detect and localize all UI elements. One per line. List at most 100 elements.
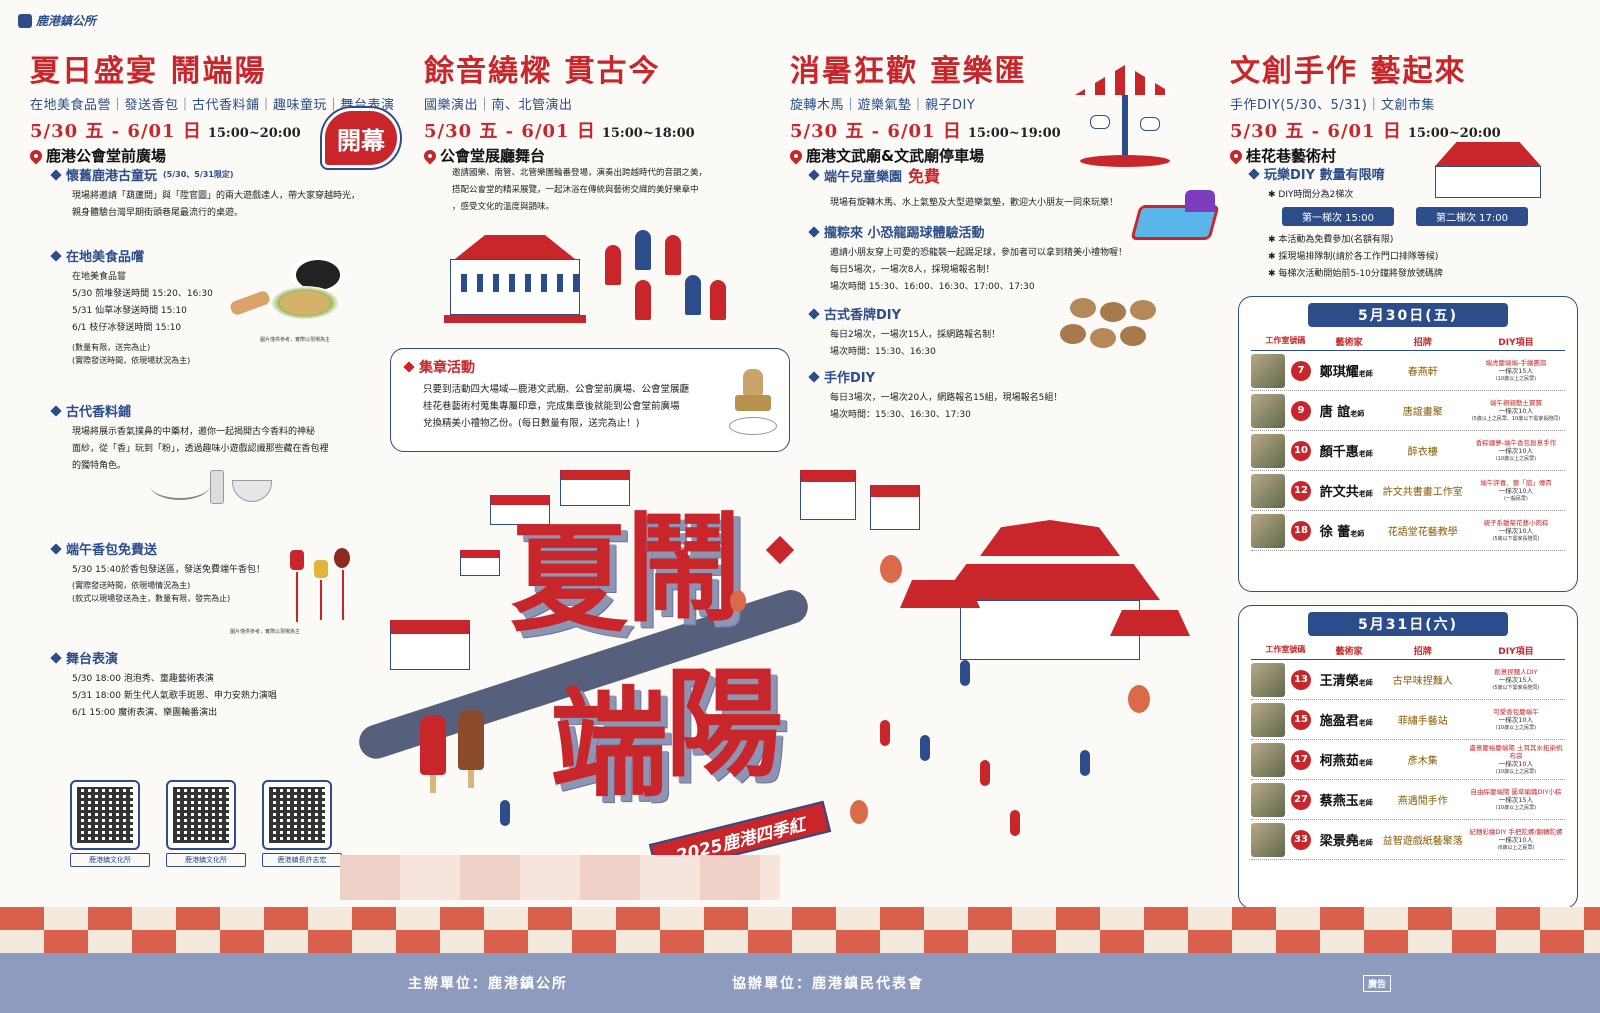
stamp-heading: 集章活動 xyxy=(403,357,775,377)
artist-photo xyxy=(1251,782,1285,817)
temple-side-roof xyxy=(900,580,980,608)
popsicle-brown xyxy=(458,710,484,770)
col3-sec3: 古式香牌DIY 每日2場次，一場次15人，採網路報名制！ 場次時間：15:30、… xyxy=(808,304,1050,361)
cake-6 xyxy=(1120,326,1146,346)
col1-sec3-line1: 現場將展示香氣撲鼻的中藥材，邀你一起揭開古今香料的神秘 xyxy=(72,427,316,437)
artist-suffix: 老師 xyxy=(1358,490,1373,498)
artist-cell: 唐 誼老師 xyxy=(1320,401,1379,420)
artist-name: 王清榮 xyxy=(1319,674,1359,689)
diy-item: 可愛香包慶端午 xyxy=(1493,707,1539,716)
cake-1 xyxy=(1070,298,1096,318)
col1-venue: 鹿港公會堂前廣場 xyxy=(27,145,400,166)
diy-age: (6歲以上之民眾) xyxy=(1497,844,1535,851)
diy-age: (10歲以上之民眾) xyxy=(1495,375,1537,382)
artist-cell: 蔡燕玉老師 xyxy=(1320,790,1379,809)
th-artist: 藝術家 xyxy=(1335,647,1363,657)
diamond-icon xyxy=(50,404,62,417)
diamond-icon xyxy=(808,307,820,320)
brand-name: 燕遇閒手作 xyxy=(1397,796,1448,807)
diamond-icon xyxy=(50,168,62,181)
bouncy-castle-illustration xyxy=(1130,190,1225,245)
room-number: 18 xyxy=(1291,520,1311,541)
schedule-table-day1: 5月30日(五) 工作室號碼 藝術家 招牌 DIY項目 7 鄭琪耀老師 春燕軒 … xyxy=(1238,296,1578,592)
artist-suffix: 老師 xyxy=(1358,839,1373,847)
hall-body xyxy=(450,259,580,315)
person-1 xyxy=(500,800,510,826)
col1-sec3-heading: 古代香料鋪 xyxy=(50,401,372,420)
diamond-icon xyxy=(808,169,820,181)
carousel-base xyxy=(1080,155,1170,167)
qr-code-2[interactable] xyxy=(166,780,236,850)
th-brand: 招牌 xyxy=(1413,338,1432,348)
col1-time: 15:00~20:00 xyxy=(207,126,301,141)
diy-capacity: 一梯次15人 xyxy=(1498,675,1534,684)
artist-suffix: 老師 xyxy=(1358,799,1373,807)
qr-code-1[interactable] xyxy=(70,780,140,850)
artist-photo xyxy=(1251,822,1285,857)
artist-cell: 鄭琪耀老師 xyxy=(1320,361,1379,380)
col1-sec1-heading-note: (5/30、5/31限定) xyxy=(163,170,234,179)
tree-3 xyxy=(1128,685,1150,713)
sachet-illustration xyxy=(290,540,360,630)
stamp-line1: 只要到活動四大場域—鹿港文武廟、公會堂前廣場、公會堂展廳 xyxy=(423,384,690,395)
checker-band-2 xyxy=(0,930,1600,953)
col1-sec5-heading: 舞台表演 xyxy=(50,648,352,667)
table-row: 18 徐 蕾老師 花語堂花藝教學 親子系雛菊花藝小肉粽 一梯次10人 (5歲以下… xyxy=(1251,511,1565,551)
room-number: 7 xyxy=(1291,360,1311,381)
table-row: 7 鄭琪耀老師 春燕軒 端虎慶端端-手繪團扇 一梯次15人 (10歲以上之民眾) xyxy=(1251,351,1565,391)
carousel-pole xyxy=(1122,95,1128,155)
qr-block-2: 鹿港鎮文化所 xyxy=(166,780,246,867)
diy-age: (一般民眾) xyxy=(1503,495,1528,502)
diy-cell: 端午親親動土寶寶 一梯次10人 (5歲以上之民眾、10歲以下需家長陪同) xyxy=(1467,399,1565,423)
qr-label-2[interactable]: 鹿港鎮文化所 xyxy=(166,853,246,867)
col3-header: 消暑狂歡 童樂匯 旋轉木馬｜遊樂氣墊｜親子DIY 5/30 五 - 6/01 日… xyxy=(787,46,1130,166)
col1-sec2-heading-text: 在地美食品嚐 xyxy=(66,250,145,265)
person-3 xyxy=(920,735,930,761)
col3-venue: 鹿港文武廟&文武廟停車場 xyxy=(787,145,1130,166)
brand-name: 許文共書畫工作室 xyxy=(1382,487,1463,498)
col3-date-text: 5/30 五 - 6/01 日 xyxy=(790,121,962,142)
col2-line3: ，感受文化的溫度與韻味。 xyxy=(452,202,555,212)
herb-sprig xyxy=(150,470,210,500)
th-room: 工作室號碼 xyxy=(1265,645,1306,654)
col3-time: 15:00~19:00 xyxy=(967,126,1061,141)
col1-sec3-line2: 面紗，從「香」玩到「粉」，透過趣味小遊戲認識那些藏在香包裡 xyxy=(72,444,329,454)
col2-date-text: 5/30 五 - 6/01 日 xyxy=(424,121,596,142)
mortar xyxy=(232,480,272,502)
th-brand: 招牌 xyxy=(1413,647,1432,657)
qr-code-3[interactable] xyxy=(262,780,332,850)
diy-capacity: 一梯次15人 xyxy=(1498,366,1534,375)
footer-organizer: 主辦單位：鹿港鎮公所 xyxy=(408,976,568,992)
col4-note1: ✱ 本活動為免費參加(名額有限) xyxy=(1268,235,1394,245)
col2-subtitle: 國樂演出｜南、北管演出 xyxy=(424,98,573,113)
artist-suffix: 老師 xyxy=(1350,530,1365,538)
col2-time: 15:00~18:00 xyxy=(601,126,695,141)
qr-label-3[interactable]: 鹿港鎮長許志宏 xyxy=(262,853,342,867)
big-char-2: 鬧 xyxy=(625,499,744,638)
village-body xyxy=(1435,166,1541,198)
col1-sec3-line3: 的獨特角色。 xyxy=(72,461,127,471)
th-artist: 藝術家 xyxy=(1335,338,1363,348)
col1-sec3: 古代香料鋪 現場將展示香氣撲鼻的中藥材，邀你一起揭開古今香料的神秘 面紗，從「香… xyxy=(50,401,372,475)
col1-sec5-line3: 6/1 15:00 魔術表演、樂團輪番演出 xyxy=(72,708,218,718)
tree-2 xyxy=(730,590,746,612)
table-row: 9 唐 誼老師 唐誼畫聚 端午親親動土寶寶 一梯次10人 (5歲以上之民眾、10… xyxy=(1251,391,1565,431)
temple-roof-main xyxy=(940,564,1160,600)
qr-block-1: 鹿港鎮文化所 xyxy=(70,780,150,867)
room-number: 13 xyxy=(1291,669,1311,690)
artist-name: 柯燕茹 xyxy=(1319,754,1359,769)
incense-cakes-illustration xyxy=(1060,298,1160,360)
logo: 鹿港鎮公所 xyxy=(18,12,96,29)
col3-sec3-heading-text: 古式香牌DIY xyxy=(824,308,902,323)
diy-age: (5歲以上之民眾、10歲以下需家長陪同) xyxy=(1471,415,1561,422)
diamond-icon xyxy=(50,542,62,555)
col2-desc: 邀請國樂、南管、北管樂團輪番登場，演奏出跨越時代的音韻之美， 搭配公會堂的精采展… xyxy=(452,165,772,216)
tube xyxy=(210,470,224,504)
stamp-line2: 桂花巷藝術村蒐集專屬印章，完成集章後就能到公會堂前廣場 xyxy=(423,401,680,412)
qr-label-1[interactable]: 鹿港鎮文化所 xyxy=(70,853,150,867)
cake-4 xyxy=(1060,324,1086,344)
village-roof xyxy=(1435,142,1541,166)
col3-sec2-line2: 每日5場次，一場次8人，採現場報名制！ xyxy=(830,265,995,275)
